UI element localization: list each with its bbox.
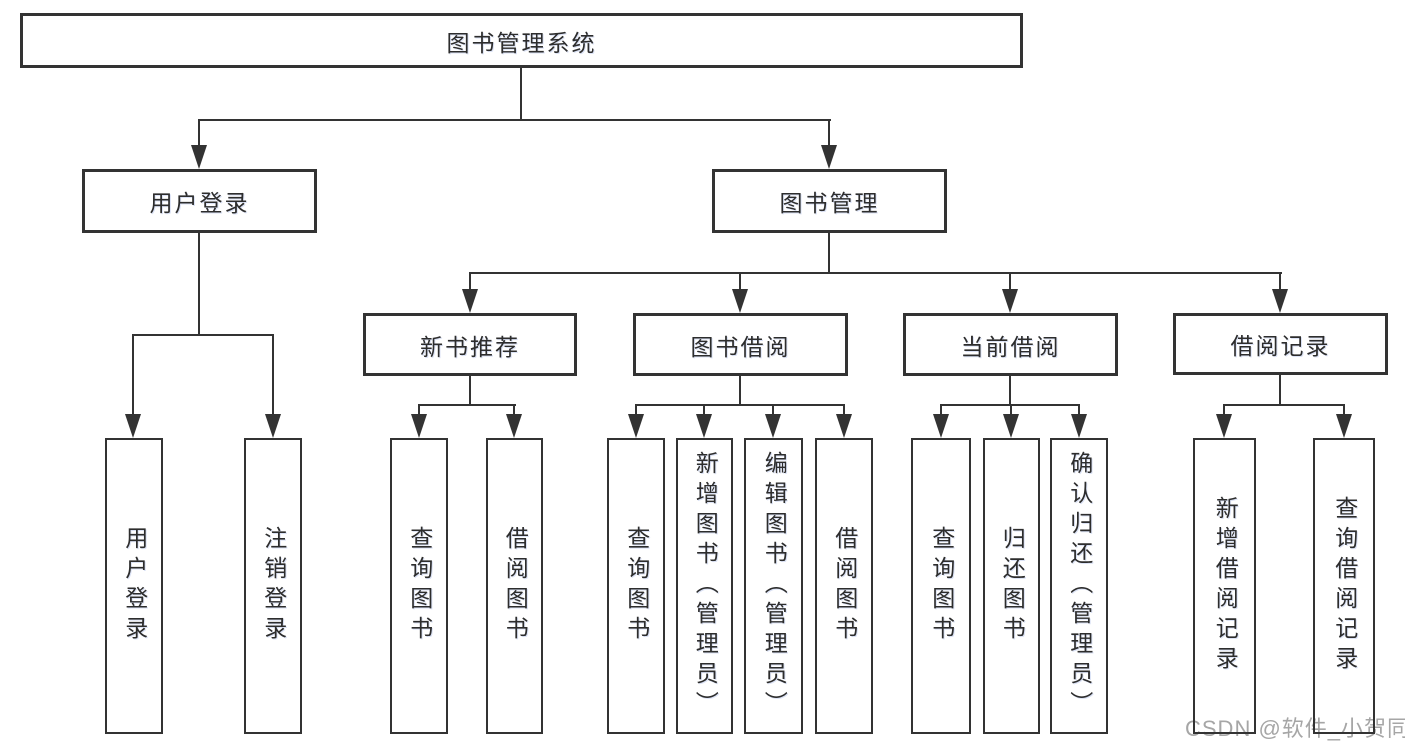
arrowhead [1336, 414, 1352, 438]
leaf-label: 借阅图书 [831, 526, 858, 646]
arrowhead [1071, 414, 1087, 438]
node-label: 图书管理系统 [446, 29, 597, 56]
arrowhead [506, 414, 522, 438]
line [1223, 404, 1345, 406]
arrowhead [765, 414, 781, 438]
line [635, 404, 844, 406]
arrowhead [836, 414, 852, 438]
leaf-borrow-books-recommend: 借阅图书 [486, 438, 543, 734]
leaf-label: 查询图书 [928, 526, 955, 646]
node-label: 用户登录 [149, 190, 250, 216]
line [469, 376, 471, 406]
line [739, 272, 741, 292]
leaf-label: 新增借阅记录 [1212, 496, 1239, 676]
arrowhead [265, 414, 281, 438]
leaf-label: 归还图书 [999, 526, 1026, 646]
line [520, 68, 522, 120]
leaf-label: 编辑图书（管理员） [761, 451, 788, 721]
line [198, 119, 200, 149]
line [828, 233, 830, 273]
arrowhead [411, 414, 427, 438]
leaf-label: 用户登录 [121, 526, 148, 646]
arrowhead [125, 414, 141, 438]
node-label: 图书管理 [779, 190, 880, 216]
node-label: 图书借阅 [690, 333, 791, 360]
arrowhead [933, 414, 949, 438]
arrowhead [821, 145, 837, 169]
leaf-borrow-books: 借阅图书 [815, 438, 873, 734]
leaf-label: 查询图书 [406, 526, 433, 646]
leaf-logout: 注销登录 [244, 438, 302, 734]
arrowhead [628, 414, 644, 438]
leaf-search-books-recommend: 查询图书 [390, 438, 448, 734]
leaf-label: 注销登录 [260, 526, 287, 646]
line [703, 404, 705, 416]
node-book-borrowing: 图书借阅 [633, 313, 848, 376]
leaf-label: 查询图书 [623, 526, 650, 646]
leaf-edit-book-admin: 编辑图书（管理员） [744, 438, 803, 734]
line [1279, 272, 1281, 292]
line [1010, 404, 1012, 416]
line [635, 404, 637, 416]
node-book-management: 图书管理 [712, 169, 947, 233]
line [828, 119, 830, 149]
arrowhead [462, 289, 478, 313]
arrowhead [1002, 289, 1018, 313]
node-book-management-system: 图书管理系统 [20, 13, 1023, 68]
arrowhead [191, 145, 207, 169]
leaf-user-login: 用户登录 [105, 438, 163, 734]
node-user-login: 用户登录 [82, 169, 317, 233]
leaf-confirm-return-admin: 确认归还（管理员） [1050, 438, 1108, 734]
leaf-add-borrow-record: 新增借阅记录 [1193, 438, 1256, 734]
line [132, 334, 274, 336]
leaf-return-book: 归还图书 [983, 438, 1040, 734]
node-label: 当前借阅 [960, 333, 1061, 360]
arrowhead [696, 414, 712, 438]
line [513, 404, 515, 416]
line [1279, 375, 1281, 406]
line [940, 404, 942, 416]
line [1009, 376, 1011, 406]
node-label: 借阅记录 [1230, 333, 1331, 359]
line [132, 334, 134, 416]
node-new-book-recommendation: 新书推荐 [363, 313, 577, 376]
line [1223, 404, 1225, 416]
leaf-search-books-current: 查询图书 [911, 438, 971, 734]
line [739, 376, 741, 406]
line [198, 233, 200, 335]
leaf-label: 查询借阅记录 [1331, 496, 1358, 676]
node-current-borrowing: 当前借阅 [903, 313, 1118, 376]
leaf-add-book-admin: 新增图书（管理员） [676, 438, 733, 734]
line [469, 272, 471, 292]
arrowhead [1216, 414, 1232, 438]
leaf-label: 新增图书（管理员） [692, 451, 719, 721]
arrowhead [732, 289, 748, 313]
line [1009, 272, 1011, 292]
line [469, 272, 1282, 274]
leaf-label: 借阅图书 [502, 526, 529, 646]
line [418, 404, 420, 416]
leaf-label: 确认归还（管理员） [1066, 451, 1093, 721]
line [1343, 404, 1345, 416]
line [418, 404, 516, 406]
line [1078, 404, 1080, 416]
csdn-watermark: CSDN @软件_小贺同学 [1185, 716, 1405, 741]
arrowhead [1272, 289, 1288, 313]
line [772, 404, 774, 416]
line [198, 119, 831, 121]
line [272, 334, 274, 416]
node-borrowing-records: 借阅记录 [1173, 313, 1388, 375]
leaf-search-borrow-record: 查询借阅记录 [1313, 438, 1375, 734]
node-label: 新书推荐 [420, 333, 520, 360]
leaf-search-books-borrowing: 查询图书 [607, 438, 665, 734]
arrowhead [1003, 414, 1019, 438]
line [843, 404, 845, 416]
